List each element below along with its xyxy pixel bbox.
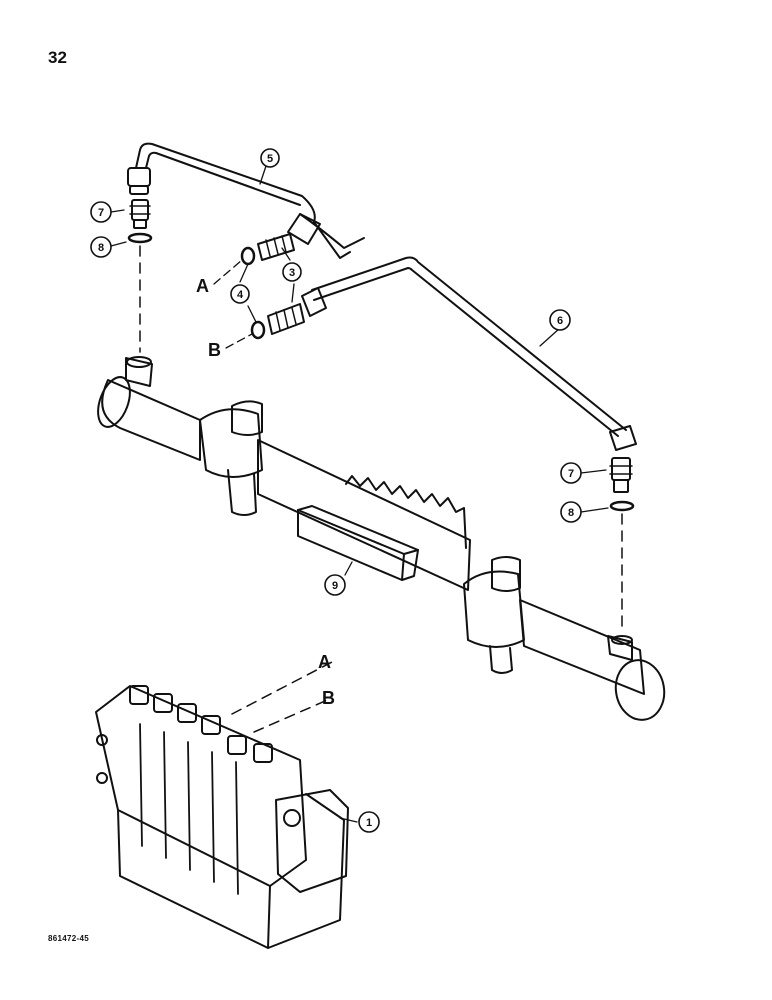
assembly-dashed-lines xyxy=(139,245,623,733)
port-label-a-upper: A xyxy=(196,276,209,296)
o-ring-8-right xyxy=(609,500,635,512)
callout-3: 3 xyxy=(289,267,295,279)
port-label-a-lower: A xyxy=(318,652,331,672)
page-number: 32 xyxy=(48,48,67,67)
callout-7-left: 7 xyxy=(98,207,104,219)
callout-8-right: 8 xyxy=(568,507,574,519)
callout-6: 6 xyxy=(557,315,563,327)
callout-1: 1 xyxy=(366,817,372,829)
callout-leaders xyxy=(110,165,609,823)
port-label-b-upper: B xyxy=(208,340,221,360)
callout-5: 5 xyxy=(267,153,273,165)
adapter-fitting-3-upper xyxy=(240,233,295,266)
callout-9: 9 xyxy=(332,580,338,592)
adapter-fitting-3-lower xyxy=(250,303,305,340)
port-label-b-lower: B xyxy=(322,688,335,708)
steering-cylinder xyxy=(97,356,666,721)
control-valve-bank xyxy=(95,685,349,949)
figure-code: 861472-45 xyxy=(48,934,89,943)
fitting-7-right xyxy=(609,457,633,493)
hydraulic-tube-5 xyxy=(127,142,365,259)
o-ring-8-left xyxy=(127,232,153,244)
callout-4: 4 xyxy=(237,289,244,301)
callout-circles xyxy=(90,148,582,833)
callout-7-right: 7 xyxy=(568,468,574,480)
callout-8-left: 8 xyxy=(98,242,104,254)
hydraulic-tube-6 xyxy=(301,256,637,451)
port-leaders xyxy=(213,259,253,349)
fitting-7-left xyxy=(129,199,151,229)
